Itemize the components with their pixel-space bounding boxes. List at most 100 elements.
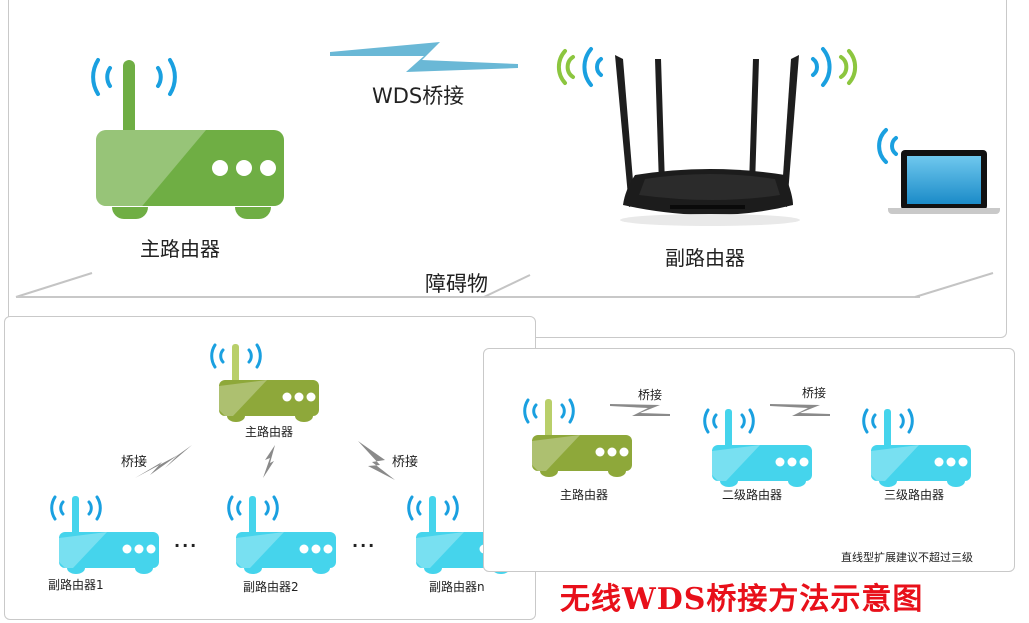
- router-foot: [135, 568, 153, 574]
- router-body: [236, 532, 336, 568]
- antenna: [249, 496, 256, 538]
- tree-main-router: [207, 340, 327, 425]
- led-dot: [311, 544, 321, 554]
- router-foot: [312, 568, 330, 574]
- chain-bridge-label: 桥接: [802, 386, 827, 400]
- antenna: [884, 409, 891, 451]
- led-dot: [306, 392, 316, 402]
- router-icon: [227, 495, 336, 574]
- wifi-signal-right-icon: [811, 47, 858, 87]
- led-dot: [134, 544, 144, 554]
- router-foot: [244, 568, 262, 574]
- laptop-base: [888, 208, 1000, 214]
- bridge-bolt-right-icon: [358, 441, 395, 480]
- led-dot: [236, 160, 252, 176]
- wds-bolt-icon: [330, 42, 518, 72]
- router-body: [712, 445, 812, 481]
- led-dot: [595, 447, 605, 457]
- router-body: [871, 445, 971, 481]
- wifi-signal-icon: [523, 398, 575, 424]
- ellipsis: ...: [352, 532, 377, 551]
- tree-bridge-left-label: 桥接: [121, 455, 148, 470]
- antenna: [545, 399, 552, 441]
- tree-sub-router-label: 副路由器2: [243, 580, 299, 594]
- led-dot: [619, 447, 629, 457]
- laptop: [874, 128, 1004, 218]
- antenna: [429, 496, 436, 538]
- led-dot: [934, 457, 944, 467]
- tree-topology-panel: [4, 316, 536, 620]
- router-icon: [703, 408, 812, 487]
- led-dot: [299, 544, 309, 554]
- chain-second-router: [700, 405, 820, 490]
- obstacle-label: 障碍物: [425, 272, 488, 296]
- bridge-bolt-middle-icon: [263, 445, 275, 478]
- led-dot: [958, 457, 968, 467]
- chain-main-router: [520, 395, 640, 480]
- router-foot: [227, 416, 245, 422]
- led-dot: [323, 544, 333, 554]
- led-dot: [146, 544, 156, 554]
- wifi-signal-icon: [862, 408, 914, 434]
- main-router-label: 主路由器: [140, 237, 220, 261]
- led-dot: [787, 457, 797, 467]
- tree-sub-router-2: [224, 492, 344, 577]
- led-dot: [775, 457, 785, 467]
- led-dot: [212, 160, 228, 176]
- bridge-bolt-left-icon: [135, 445, 192, 478]
- tree-sub-router-1: [47, 492, 167, 577]
- wds-bridge-label: WDS桥接: [372, 84, 465, 108]
- router-icon: [523, 398, 632, 477]
- router-body: [59, 532, 159, 568]
- laptop-screen: [901, 150, 987, 210]
- wifi-signal-icon: [877, 128, 898, 164]
- chain-third-router: [859, 405, 979, 490]
- antenna: [72, 496, 79, 538]
- tree-bridge-right-label: 桥接: [392, 455, 419, 470]
- bridge-bolt-2-icon: [770, 404, 830, 416]
- wifi-signal-icon: [703, 408, 755, 434]
- chain-router-label: 二级路由器: [722, 488, 783, 502]
- router-foot: [879, 481, 897, 487]
- obstacle-floor-lines: [15, 272, 994, 298]
- wifi-signal-left-icon: [556, 47, 603, 87]
- router-body: [96, 130, 284, 206]
- wifi-signal-icon: [210, 343, 262, 369]
- chain-router-label: 三级路由器: [884, 488, 945, 502]
- wifi-signal-icon: [91, 58, 177, 96]
- router-foot: [235, 207, 271, 219]
- led-dot: [282, 392, 292, 402]
- wifi-signal-icon: [227, 495, 279, 521]
- router-foot: [788, 481, 806, 487]
- router-icon: [862, 408, 971, 487]
- led-dot: [122, 544, 132, 554]
- tree-sub-router-label: 副路由器1: [48, 578, 104, 592]
- chain-router-label: 主路由器: [560, 488, 609, 502]
- led-dot: [294, 392, 304, 402]
- antenna: [123, 60, 135, 136]
- sub-router-large: [555, 45, 865, 230]
- diagram-caption: 无线WDS桥接方法示意图: [560, 582, 924, 617]
- ellipsis: ...: [174, 532, 199, 551]
- router-foot: [295, 416, 313, 422]
- router-icon: [50, 495, 159, 574]
- wifi-signal-icon: [50, 495, 102, 521]
- router-foot: [608, 471, 626, 477]
- router-foot: [67, 568, 85, 574]
- led-dot: [260, 160, 276, 176]
- router-foot: [947, 481, 965, 487]
- wifi-signal-icon: [407, 495, 459, 521]
- router-foot: [720, 481, 738, 487]
- router-body: [532, 435, 632, 471]
- led-dot: [946, 457, 956, 467]
- led-dot: [799, 457, 809, 467]
- router-black-icon: [615, 55, 800, 226]
- bridge-bolt-1-icon: [610, 404, 670, 416]
- antenna: [725, 409, 732, 451]
- router-body: [219, 380, 319, 416]
- router-foot: [540, 471, 558, 477]
- tree-sub-router-label: 副路由器n: [429, 580, 485, 594]
- chain-bridge-label: 桥接: [638, 388, 663, 402]
